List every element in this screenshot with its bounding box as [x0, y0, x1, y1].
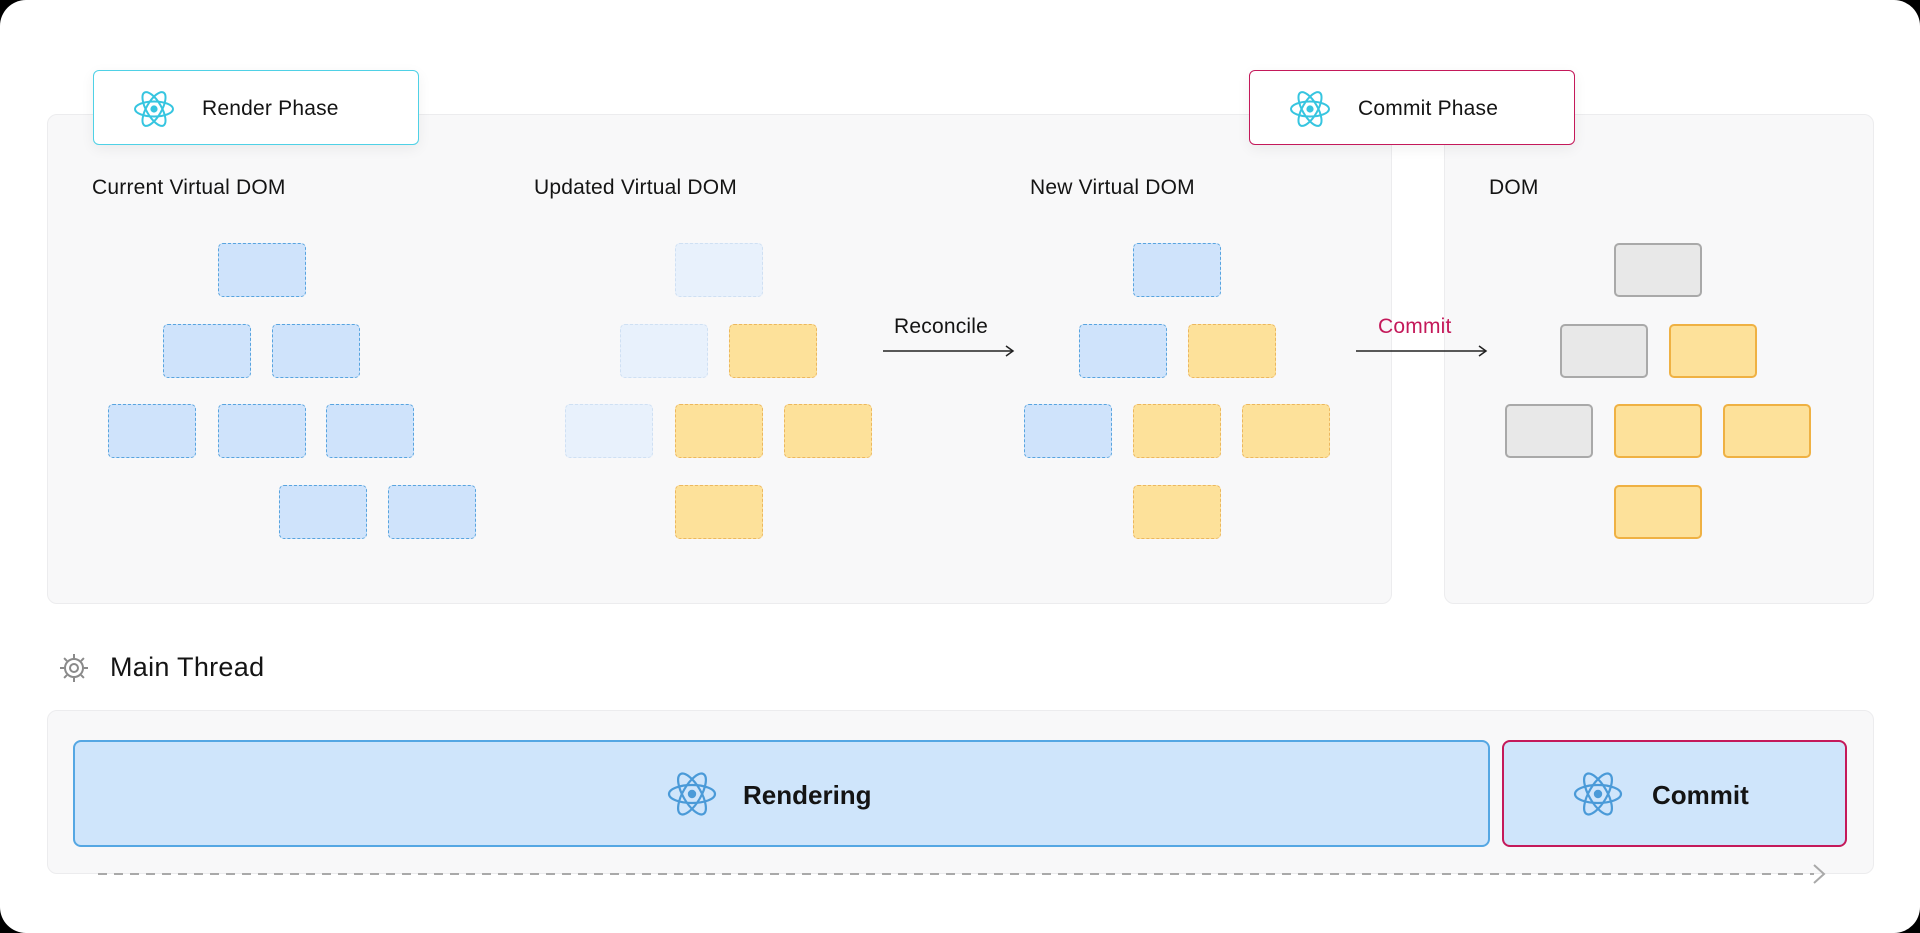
react-icon [1290, 91, 1330, 127]
commit-arrow-label: Commit [1378, 315, 1452, 338]
updated-vdom-node [675, 243, 763, 297]
new-vdom-node [1133, 243, 1221, 297]
dom-node-updated [1614, 404, 1702, 458]
dom-node-updated [1669, 324, 1757, 378]
new-virtual-dom-title: New Virtual DOM [1030, 176, 1195, 199]
new-vdom-node [1024, 404, 1112, 458]
commit-phase-label: Commit Phase [1358, 97, 1499, 120]
dom-title: DOM [1489, 176, 1539, 199]
main-thread-title: Main Thread [110, 652, 265, 682]
commit-bar: Commit [1502, 740, 1847, 847]
current-vdom-node [272, 324, 360, 378]
current-vdom-node [218, 404, 306, 458]
new-vdom-node [1079, 324, 1167, 378]
render-phase-label: Render Phase [202, 97, 339, 120]
commit-arrow [1356, 345, 1488, 357]
updated-vdom-node [565, 404, 653, 458]
dom-node [1560, 324, 1648, 378]
dom-node [1614, 243, 1702, 297]
reconcile-arrow [883, 345, 1015, 357]
current-vdom-node [388, 485, 476, 539]
react-icon [667, 772, 717, 816]
gear-icon [60, 654, 88, 682]
updated-vdom-node [620, 324, 708, 378]
dom-node-updated [1614, 485, 1702, 539]
new-vdom-node-changed [1188, 324, 1276, 378]
react-icon [134, 91, 174, 127]
rendering-bar: Rendering [73, 740, 1490, 847]
current-vdom-node [279, 485, 367, 539]
current-vdom-node [163, 324, 251, 378]
react-icon [1573, 772, 1623, 816]
updated-vdom-node-changed [675, 404, 763, 458]
new-vdom-node-changed [1242, 404, 1330, 458]
updated-vdom-node-changed [784, 404, 872, 458]
new-vdom-node-changed [1133, 404, 1221, 458]
rendering-label: Rendering [743, 780, 872, 810]
updated-vdom-node-changed [675, 485, 763, 539]
current-vdom-node [218, 243, 306, 297]
dom-node [1505, 404, 1593, 458]
commit-phase-tab: Commit Phase [1249, 70, 1575, 145]
timeline-arrow [98, 864, 1826, 884]
new-vdom-node-changed [1133, 485, 1221, 539]
updated-virtual-dom-title: Updated Virtual DOM [534, 176, 738, 199]
current-vdom-node [326, 404, 414, 458]
current-vdom-node [108, 404, 196, 458]
updated-vdom-node-changed [729, 324, 817, 378]
commit-label: Commit [1652, 780, 1749, 810]
dom-node-updated [1723, 404, 1811, 458]
reconcile-label: Reconcile [894, 315, 989, 338]
render-phase-tab: Render Phase [93, 70, 419, 145]
current-virtual-dom-title: Current Virtual DOM [92, 176, 286, 199]
